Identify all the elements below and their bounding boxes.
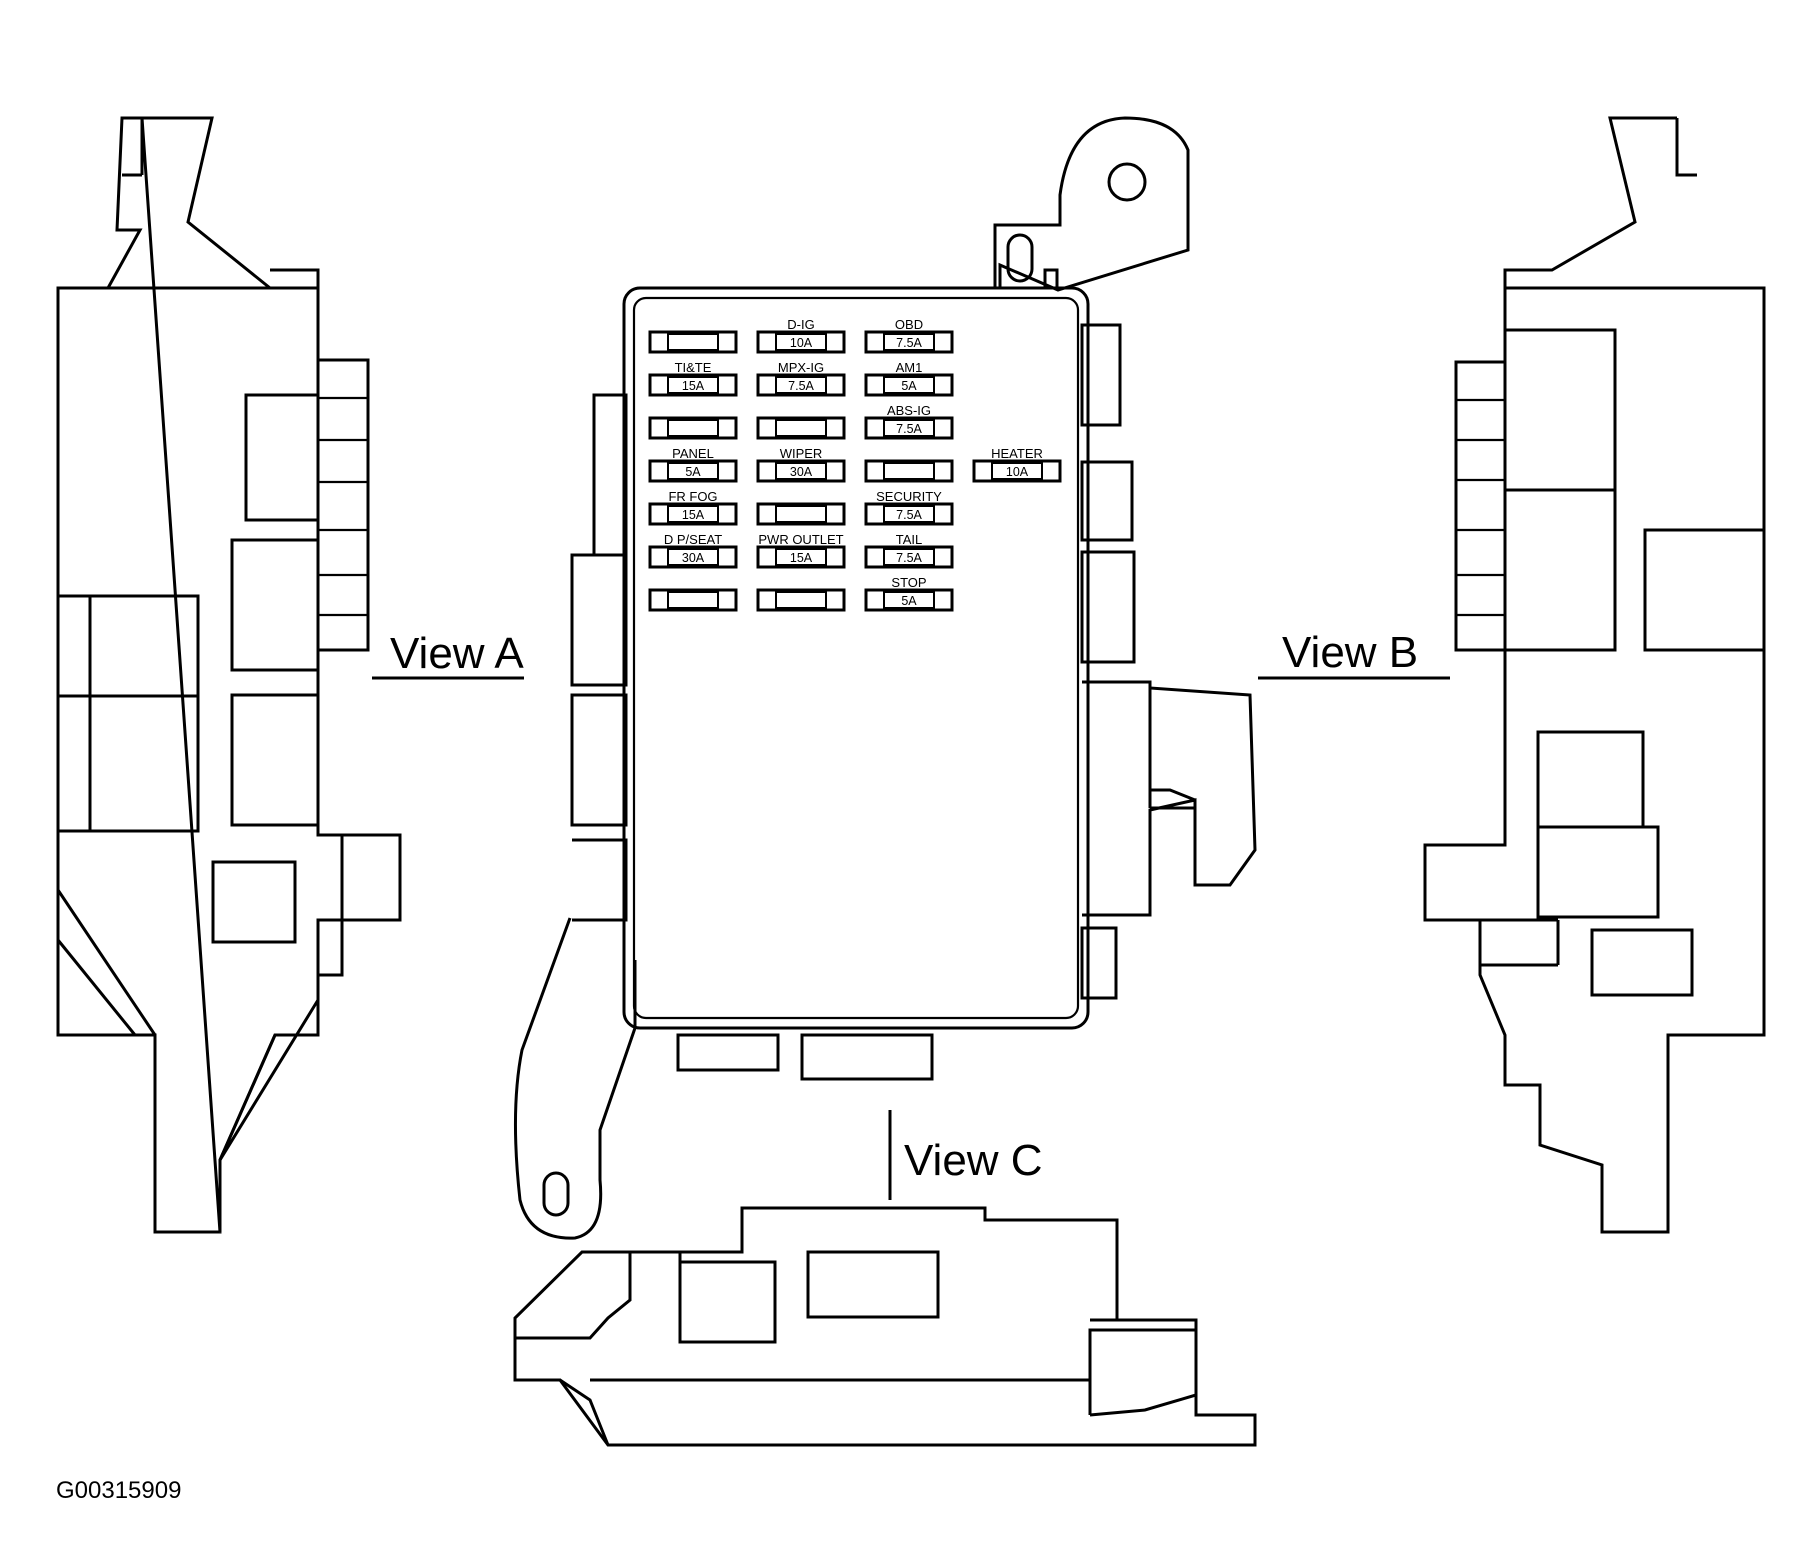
view-a-label: View A (390, 629, 524, 678)
fuse-name: AM1 (896, 360, 923, 375)
fuse (648, 588, 738, 612)
fuse-name: WIPER (780, 446, 823, 461)
fuse (648, 416, 738, 440)
fuse: PANEL 5A (648, 446, 738, 483)
fuse-window (667, 376, 719, 394)
fuse-name: D-IG (787, 317, 814, 332)
fuse (648, 330, 738, 354)
fuse-rating: 7.5A (896, 508, 922, 522)
fuse-window (775, 462, 827, 480)
view-c-drawing (513, 1110, 1257, 1447)
fuse-rating: 5A (901, 379, 917, 393)
fuse-rating: 7.5A (788, 379, 814, 393)
fuse: ABS-IG 7.5A (864, 403, 954, 440)
fuse-name: MPX-IG (778, 360, 824, 375)
fuse-grid: D-IG10AOBD7.5ATI&TE15AMPX-IG7.5AAM15AABS… (648, 317, 954, 612)
fuse-window (667, 548, 719, 566)
figure-code: G00315909 (56, 1477, 181, 1504)
fuse-name: SECURITY (876, 489, 942, 504)
view-c-label: View C (904, 1136, 1043, 1185)
fuse-name: TI&TE (675, 360, 712, 375)
fuse-rating: 7.5A (896, 336, 922, 350)
fuse-window (775, 591, 827, 609)
fuse: OBD 7.5A (864, 317, 954, 354)
fuse-window (883, 462, 935, 480)
fuse (756, 502, 846, 526)
fuse-window (991, 462, 1043, 480)
fuse: HEATER 10A (972, 446, 1062, 483)
fuse-name: STOP (891, 575, 926, 590)
fuse: TI&TE 15A (648, 360, 738, 397)
fuse-rating: 30A (790, 465, 813, 479)
fuse-name: HEATER (991, 446, 1043, 461)
fuse: D P/SEAT 30A (648, 532, 738, 569)
fuse-rating: 15A (682, 379, 705, 393)
fuse: WIPER 30A (756, 446, 846, 483)
fuse-rating: 7.5A (896, 551, 922, 565)
fuse-window (775, 505, 827, 523)
fuse-rating: 7.5A (896, 422, 922, 436)
fuse-window (883, 505, 935, 523)
fuse: D-IG 10A (756, 317, 846, 354)
fuse-rating: 5A (901, 594, 917, 608)
fuse-name: PWR OUTLET (758, 532, 843, 547)
fuse-window (667, 333, 719, 351)
fuse (864, 459, 954, 483)
fuse-name: FR FOG (668, 489, 717, 504)
fuse-window (883, 419, 935, 437)
fuse-rating: 5A (685, 465, 701, 479)
fuse-window (667, 462, 719, 480)
fuse: MPX-IG 7.5A (756, 360, 846, 397)
fuse-name: OBD (895, 317, 923, 332)
fuse-window (775, 548, 827, 566)
fuse-window (775, 419, 827, 437)
fuse: PWR OUTLET 15A (756, 532, 846, 569)
fuse: FR FOG 15A (648, 489, 738, 526)
fuse (756, 588, 846, 612)
fuse-rating: 10A (790, 336, 813, 350)
view-a-drawing (56, 116, 402, 1234)
fuse-name: ABS-IG (887, 403, 931, 418)
fuse-rating: 15A (682, 508, 705, 522)
fuse-name: TAIL (896, 532, 923, 547)
fuse-window (775, 333, 827, 351)
fuse-window (667, 419, 719, 437)
view-b-label: View B (1282, 628, 1418, 677)
view-b-drawing (1423, 116, 1766, 1234)
fuse-block-front (513, 116, 1257, 1240)
fuse (756, 416, 846, 440)
fuse: STOP 5A (864, 575, 954, 612)
fuse-rating: 30A (682, 551, 705, 565)
fuse-name: PANEL (672, 446, 714, 461)
fuse-window (883, 333, 935, 351)
fuse: SECURITY 7.5A (864, 489, 954, 526)
fuse-window (775, 376, 827, 394)
fuse: TAIL 7.5A (864, 532, 954, 569)
fuse-name: D P/SEAT (664, 532, 722, 547)
fuse-window (883, 376, 935, 394)
fuse-window (667, 505, 719, 523)
heater-fuse: HEATER 10A (972, 446, 1062, 483)
fuse-window (883, 548, 935, 566)
fuse-window (667, 591, 719, 609)
fuse-rating: 10A (1006, 465, 1029, 479)
fuse-rating: 15A (790, 551, 813, 565)
fuse-window (883, 591, 935, 609)
